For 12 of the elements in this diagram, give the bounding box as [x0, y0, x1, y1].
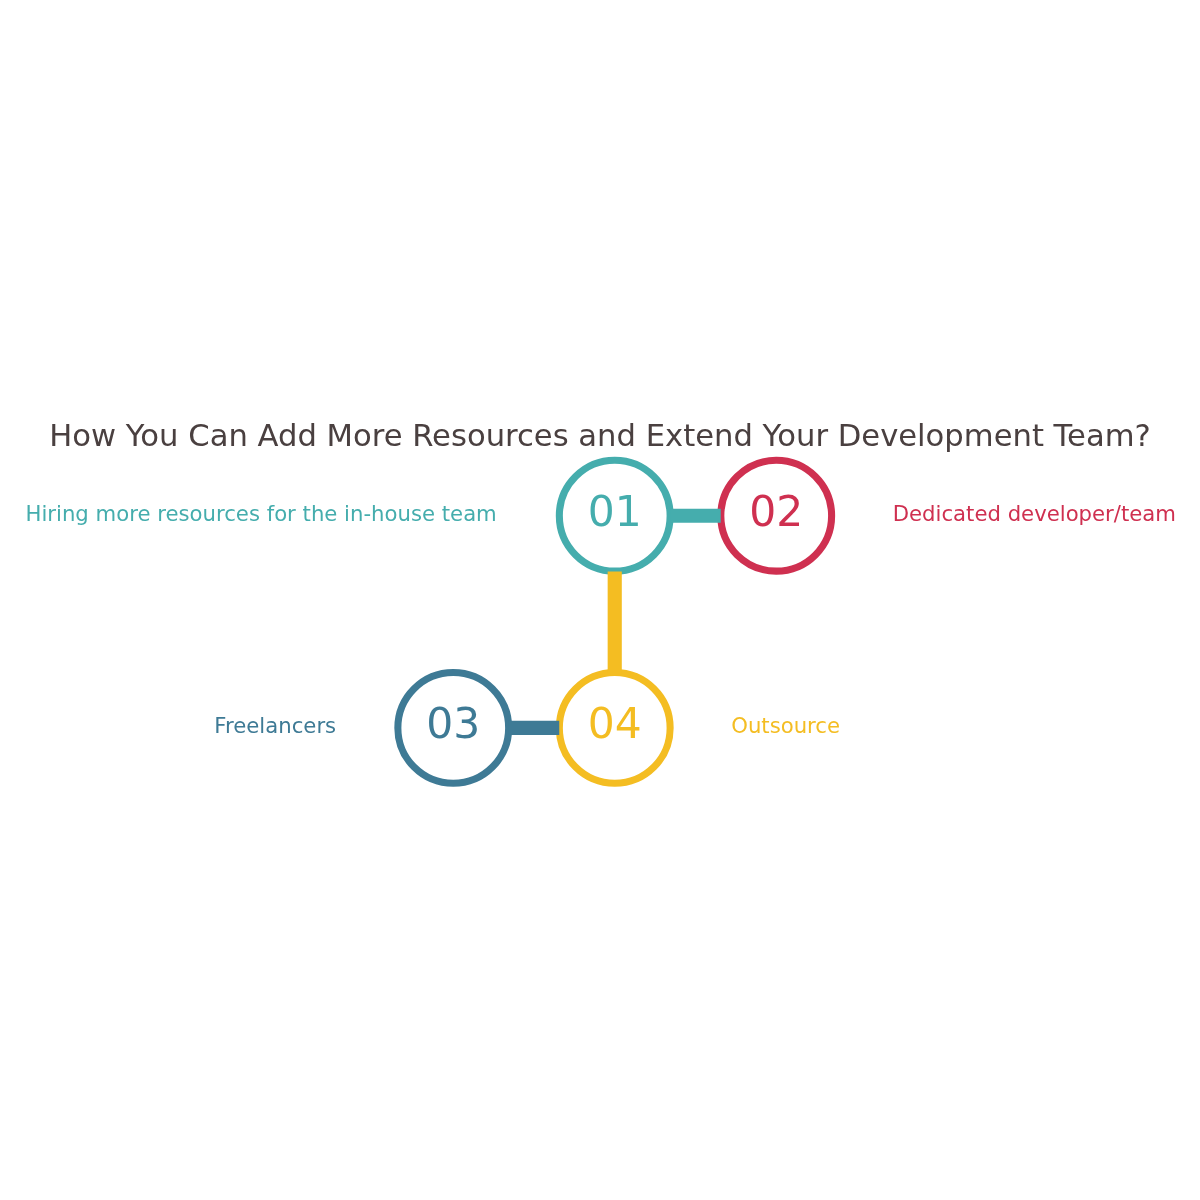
- node-circle: 02: [717, 456, 836, 575]
- node-circle: 01: [555, 456, 674, 575]
- node-label: Freelancers: [214, 713, 337, 739]
- node-label: Dedicated developer/team: [892, 500, 1176, 526]
- node-circle: 03: [394, 668, 513, 787]
- connector: [607, 571, 622, 673]
- connector: [508, 720, 560, 735]
- diagram-title: How You Can Add More Resources and Extend Your Development Team?: [49, 417, 1151, 453]
- node-label: Outsource: [731, 713, 841, 739]
- node-circle: 04: [555, 668, 674, 787]
- node-label: Hiring more resources for the in-house team: [25, 500, 497, 526]
- connector: [670, 508, 721, 523]
